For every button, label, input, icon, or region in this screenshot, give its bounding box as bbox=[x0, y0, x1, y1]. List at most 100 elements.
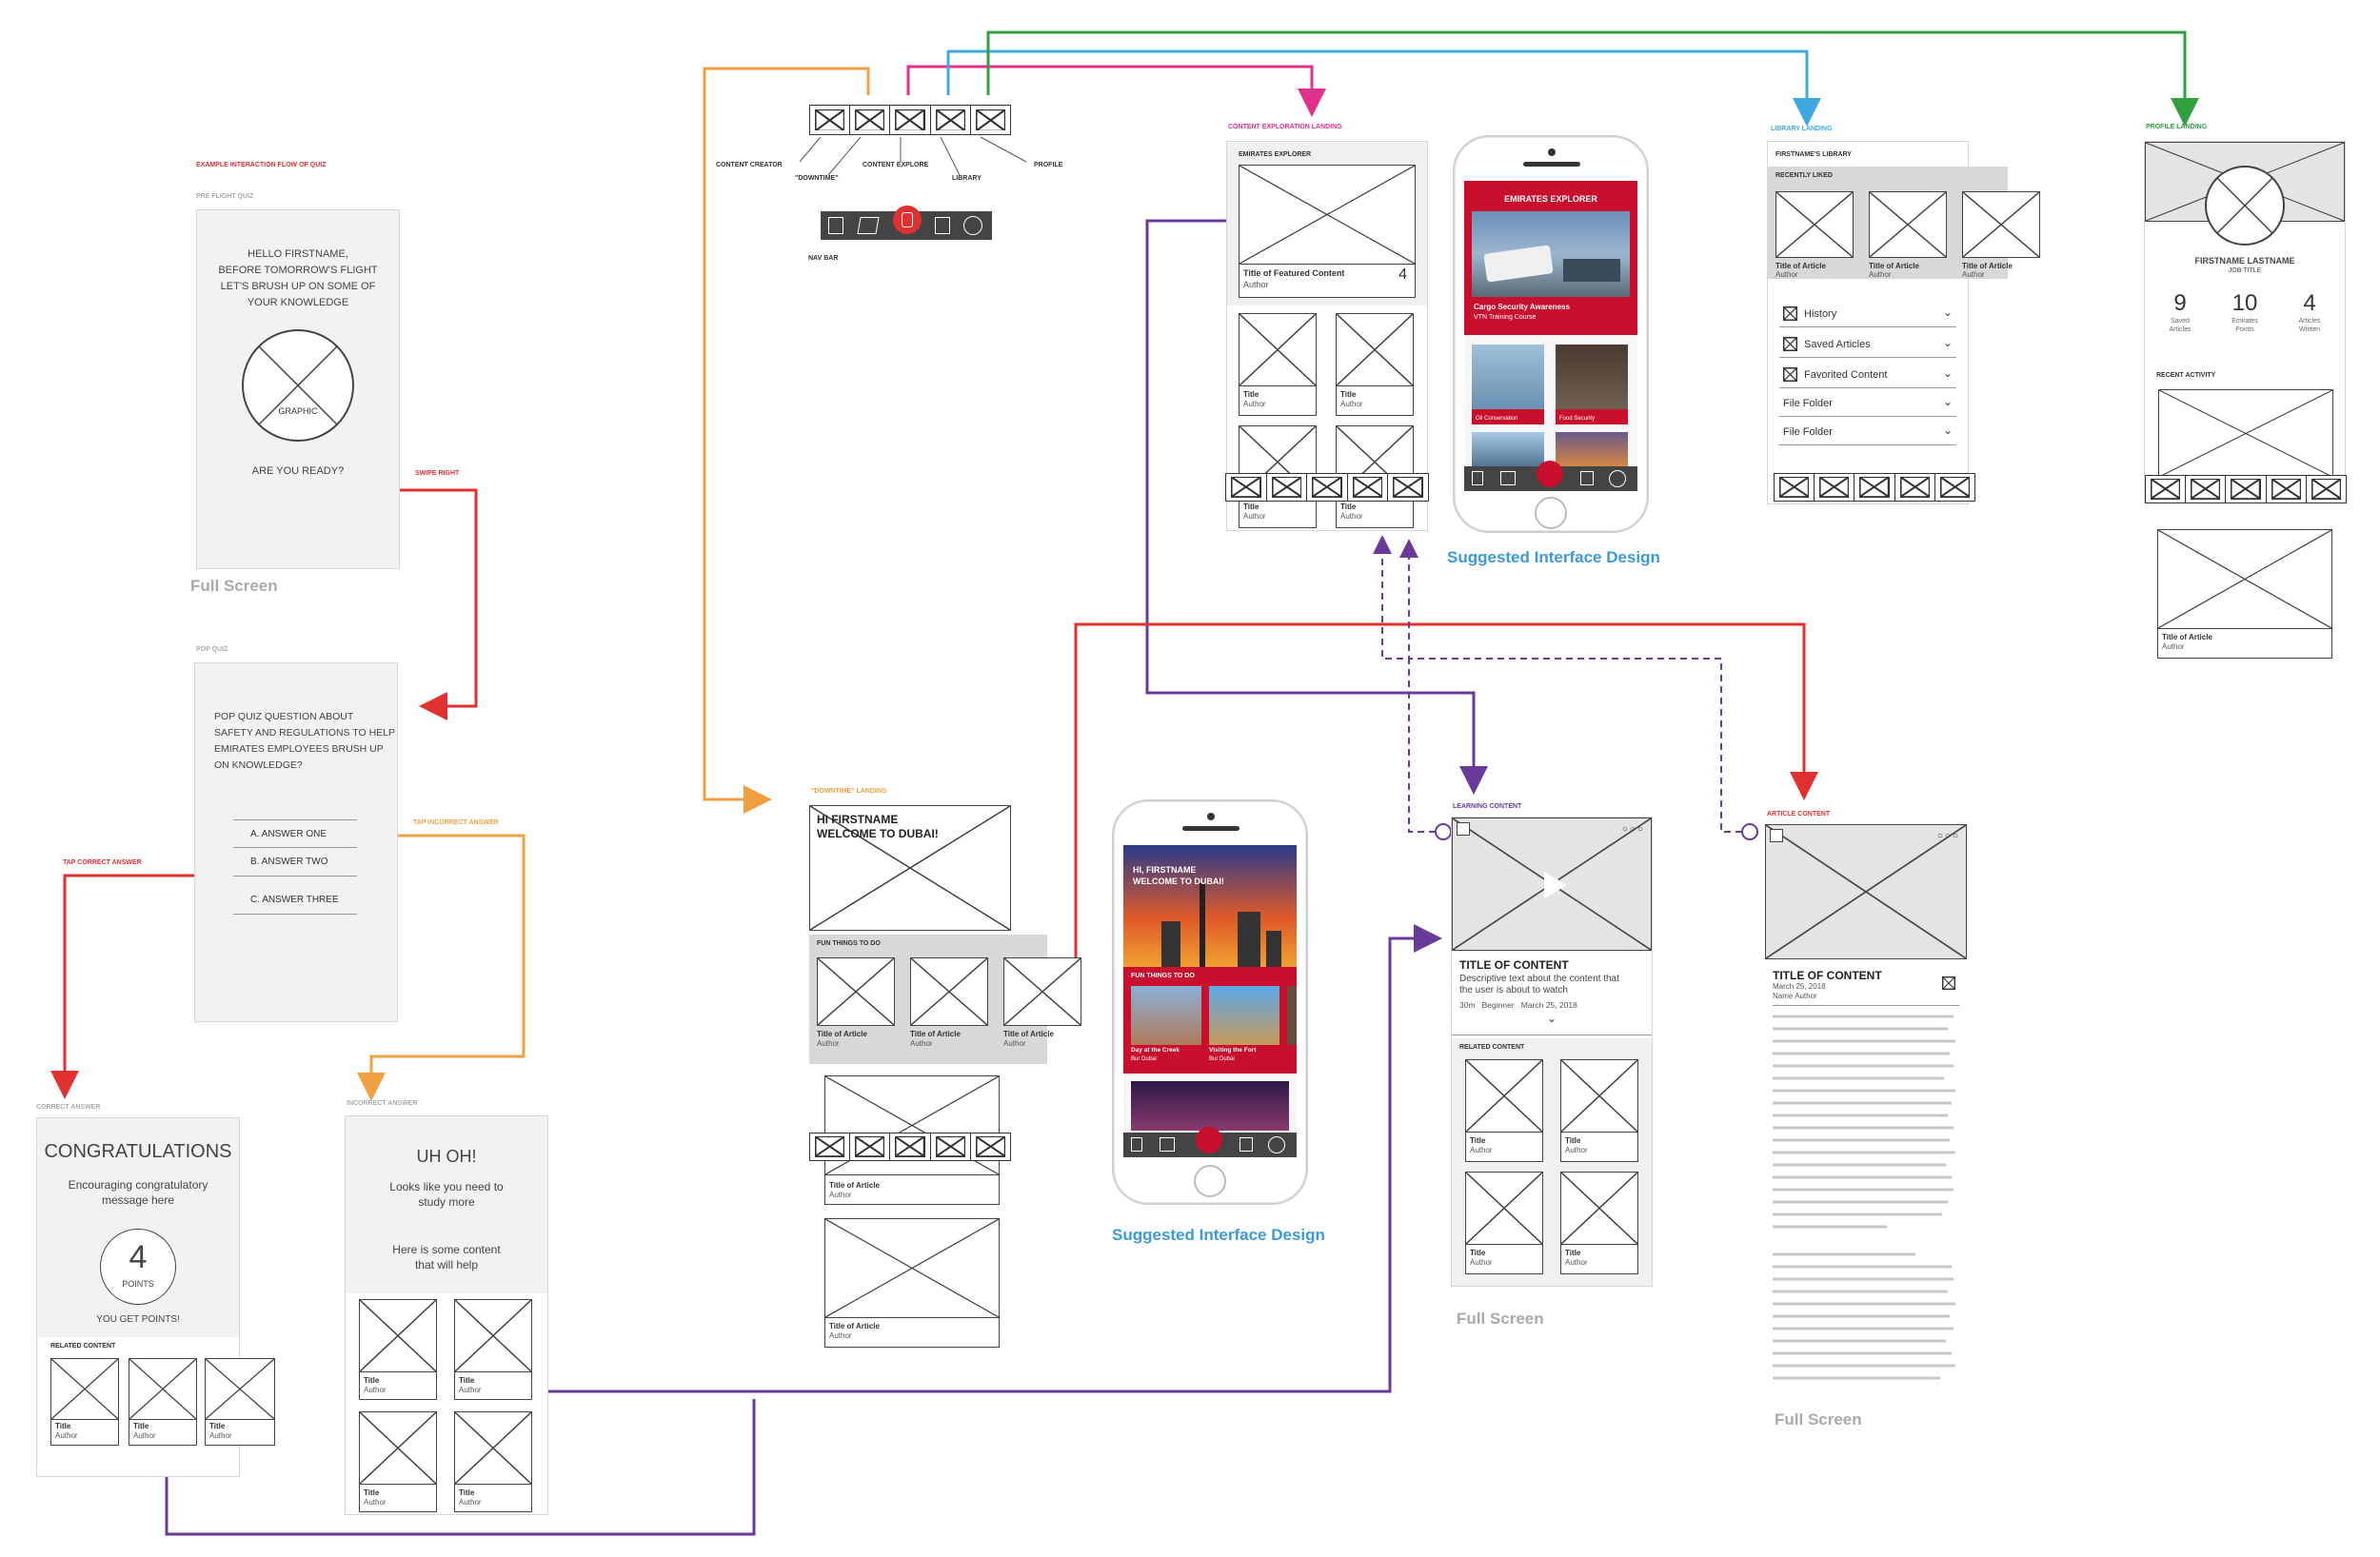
phone-feature-title: Cargo Security Awareness bbox=[1474, 303, 1570, 311]
pencil-icon[interactable] bbox=[1472, 471, 1483, 485]
pencil-icon bbox=[828, 217, 843, 234]
learning-meta: 30m Beginner March 25, 2018 bbox=[1459, 1000, 1577, 1010]
play-icon[interactable] bbox=[1544, 872, 1567, 898]
downtime-nav-bar[interactable] bbox=[809, 1133, 1011, 1161]
profile-icon[interactable] bbox=[1268, 1136, 1285, 1153]
bookmark-icon[interactable] bbox=[1941, 976, 1956, 991]
video-placeholder[interactable]: ○○○ bbox=[1452, 818, 1652, 951]
correct-screen: CONGRATULATIONS Encouraging congratulato… bbox=[36, 1117, 275, 1477]
learning-screen: ○○○ TITLE OF CONTENT Descriptive text ab… bbox=[1451, 817, 1653, 1287]
tap-point-back-learning bbox=[1435, 823, 1452, 840]
nav-label-content-creator: CONTENT CREATOR bbox=[716, 162, 783, 168]
avatar[interactable] bbox=[2204, 165, 2286, 246]
camera-icon[interactable] bbox=[1160, 1137, 1175, 1152]
featured-card[interactable]: Title of Featured Content Author 4 bbox=[1239, 165, 1416, 298]
nav-wireframe bbox=[809, 105, 1011, 135]
camera-icon[interactable] bbox=[1500, 471, 1516, 485]
incorrect-section-label: INCORRECT ANSWER bbox=[347, 1100, 418, 1107]
pencil-icon[interactable] bbox=[1131, 1137, 1142, 1152]
menu-favorited-content[interactable]: Favorited Content⌄ bbox=[1779, 363, 1956, 388]
menu-file-folder[interactable]: File Folder⌄ bbox=[1779, 391, 1956, 417]
emirates-logo-icon[interactable] bbox=[1196, 1127, 1222, 1153]
menu-history[interactable]: History⌄ bbox=[1779, 302, 1956, 327]
library-icon[interactable] bbox=[1580, 471, 1594, 485]
phone-nav-bar[interactable] bbox=[1123, 1127, 1297, 1157]
correct-section-label: CORRECT ANSWER bbox=[36, 1104, 101, 1111]
library-header: FIRSTNAME'S LIBRARY bbox=[1775, 151, 1852, 158]
library-section-label: LIBRARY LANDING bbox=[1771, 126, 1833, 132]
emirates-logo-icon[interactable] bbox=[1537, 461, 1563, 487]
chevron-down-icon: ⌄ bbox=[1942, 366, 1953, 380]
camera-icon bbox=[857, 217, 880, 234]
nav-label-leaders bbox=[799, 136, 1027, 176]
body-text-lines bbox=[1773, 1015, 1955, 1229]
chevron-down-icon[interactable]: ⌄ bbox=[1546, 1012, 1557, 1025]
nav-box-content-creator bbox=[810, 106, 851, 134]
library-nav-bar[interactable] bbox=[1774, 473, 1975, 502]
thumb-image[interactable]: Oil Conservation bbox=[1472, 345, 1544, 424]
explore-header: EMIRATES EXPLORER bbox=[1239, 151, 1312, 158]
more-icon[interactable]: ○○○ bbox=[1936, 831, 1960, 841]
article-caption: Full Screen bbox=[1775, 1410, 1862, 1429]
feature-image bbox=[1472, 211, 1630, 297]
menu-saved-articles[interactable]: Saved Articles⌄ bbox=[1779, 332, 1956, 358]
library-icon[interactable] bbox=[1240, 1137, 1253, 1152]
profile-icon[interactable] bbox=[1609, 470, 1626, 487]
profile-job: JOB TITLE bbox=[2228, 267, 2262, 274]
answer-b[interactable]: B. ANSWER TWO bbox=[233, 848, 357, 877]
profile-nav-bar[interactable] bbox=[2145, 475, 2347, 503]
answer-a[interactable]: A. ANSWER ONE bbox=[233, 819, 357, 848]
preflight-screen: HELLO FIRSTNAME,BEFORE TOMORROW'S FLIGHT… bbox=[196, 209, 400, 569]
article-section-label: ARTICLE CONTENT bbox=[1767, 811, 1831, 818]
menu-file-folder[interactable]: File Folder⌄ bbox=[1779, 420, 1956, 445]
connector-article bbox=[971, 622, 1818, 978]
popquiz-section-label: POP QUIZ bbox=[196, 646, 228, 653]
phone-feature-sub: VTN Training Course bbox=[1474, 314, 1537, 321]
thumb-image[interactable]: Food Security bbox=[1556, 345, 1628, 424]
preflight-caption: Full Screen bbox=[190, 577, 278, 595]
fun-item-image[interactable] bbox=[1131, 986, 1201, 1045]
fun-item-image[interactable] bbox=[1209, 986, 1279, 1045]
close-icon[interactable] bbox=[1457, 822, 1470, 836]
body-text-lines bbox=[1773, 1252, 1955, 1380]
explore-nav-bar[interactable] bbox=[1225, 473, 1429, 502]
dubai-skyline-image bbox=[1123, 845, 1297, 967]
downtime-hero-placeholder bbox=[809, 805, 1011, 931]
more-icon[interactable]: ○○○ bbox=[1621, 824, 1645, 835]
profile-name: FIRSTNAME LASTNAME bbox=[2194, 256, 2295, 266]
downtime-section-label: "DOWNTIME" LANDING bbox=[811, 788, 887, 795]
favorite-icon bbox=[1783, 367, 1797, 382]
recent-activity-label: RECENT ACTIVITY bbox=[2156, 372, 2216, 379]
phone-nav-bar[interactable] bbox=[1464, 461, 1637, 491]
close-icon[interactable] bbox=[1770, 829, 1783, 842]
answer-c[interactable]: C. ANSWER THREE bbox=[233, 886, 357, 915]
